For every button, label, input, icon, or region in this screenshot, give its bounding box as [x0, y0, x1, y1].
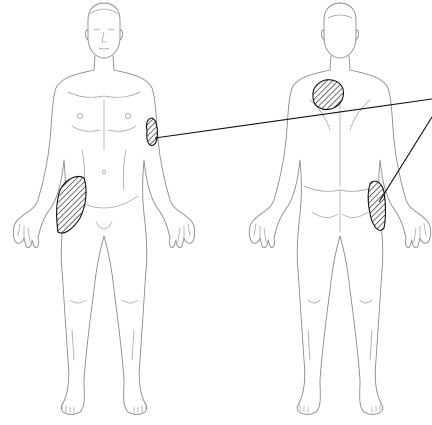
- back-head: [324, 3, 356, 58]
- front-thigh-site: [57, 177, 86, 234]
- back-figure: [249, 3, 431, 414]
- leader-line-arm: [155, 99, 432, 138]
- front-figure: [13, 3, 195, 414]
- back-shoulder-site: [313, 80, 344, 110]
- leader-line-hip: [379, 117, 432, 202]
- front-head: [88, 3, 120, 58]
- front-upper-arm-site: [146, 118, 157, 145]
- back-hip-site: [368, 181, 385, 230]
